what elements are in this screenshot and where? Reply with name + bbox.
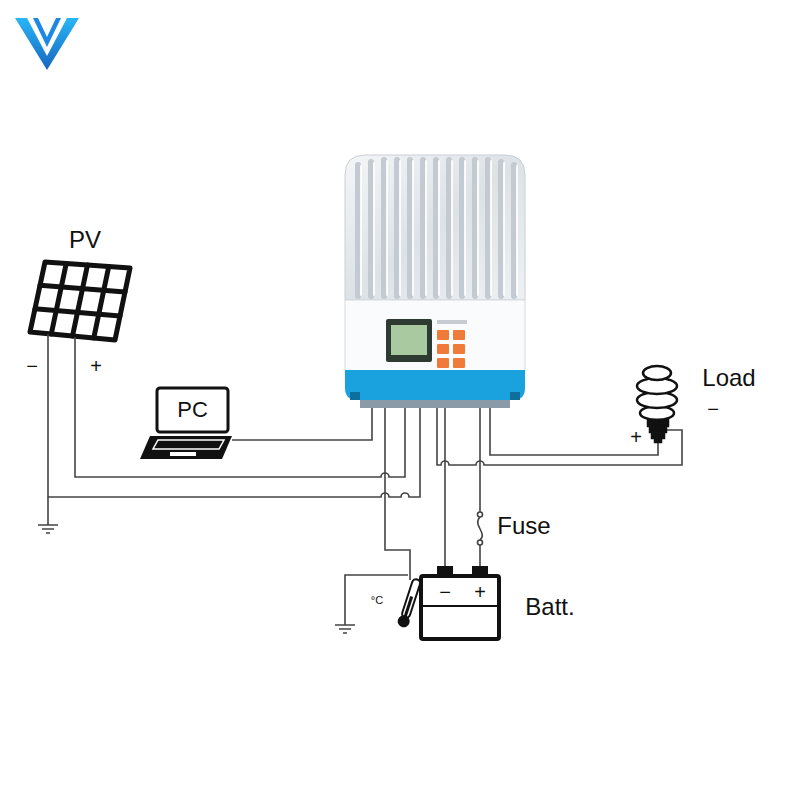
- fuse-symbol: [478, 512, 483, 545]
- battery-text: −: [439, 582, 451, 602]
- battery-text: +: [474, 582, 486, 602]
- polarity-sign: +: [90, 356, 102, 376]
- fuse-label: Fuse: [497, 514, 550, 538]
- battery-symbol: [421, 566, 499, 639]
- polarity-sign: +: [630, 427, 642, 447]
- laptop-symbol: [140, 388, 232, 459]
- temperature-unit: °C: [371, 595, 383, 606]
- screen-label: PC: [177, 399, 208, 421]
- charge-controller: [345, 155, 525, 408]
- pv-panel-symbol: [30, 262, 130, 340]
- pc-laptop: PC: [157, 388, 228, 432]
- heading-label: PV: [69, 228, 101, 252]
- load-bulb: Load: [696, 362, 766, 394]
- wires: [38, 334, 682, 633]
- temperature-sensor: [396, 578, 423, 629]
- battery-text: Batt.: [525, 595, 574, 619]
- brand-logo: [15, 18, 79, 70]
- polarity-sign: −: [707, 399, 719, 419]
- battery: − + Batt.: [420, 566, 585, 642]
- pv-panel: PV: [30, 225, 140, 345]
- cfl-bulb-symbol: [637, 366, 677, 442]
- polarity-sign: −: [26, 356, 38, 376]
- heading-label: Load: [702, 366, 755, 390]
